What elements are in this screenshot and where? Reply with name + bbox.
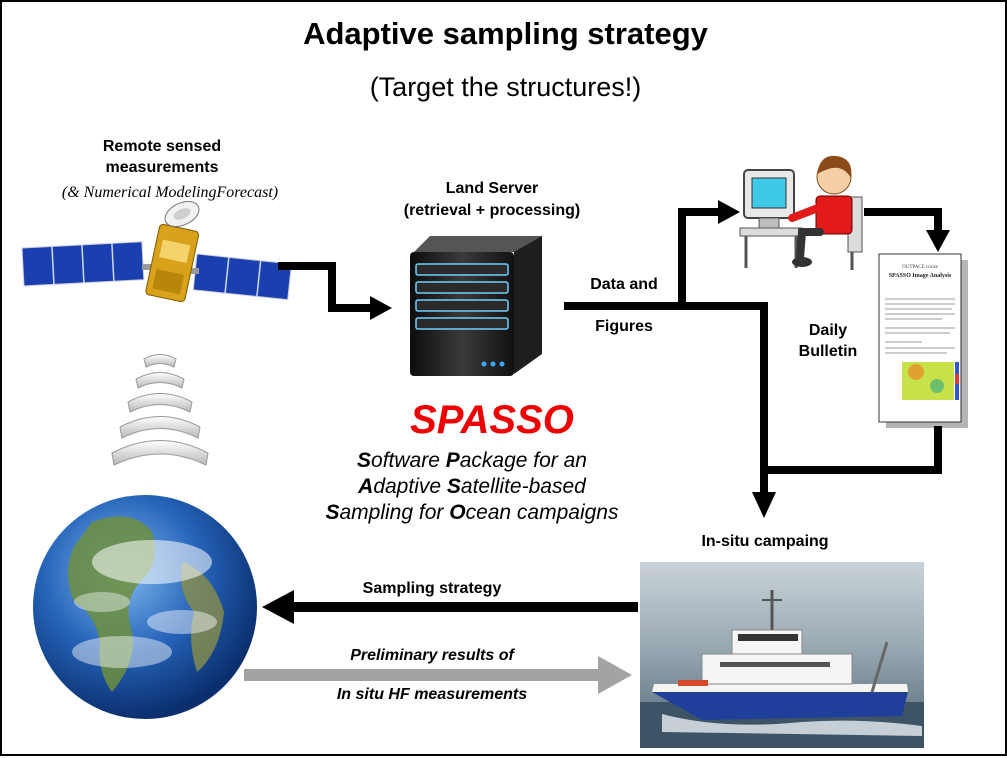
server-icon: [410, 236, 542, 376]
data-figures-label-line2: Figures: [595, 318, 653, 335]
arrow-server-to-insitu: [682, 302, 776, 518]
earth-globe-icon: [33, 495, 257, 719]
spasso-expansion-line3: Sampling for Ocean campaigns: [262, 501, 682, 525]
person-computer-icon: [739, 155, 863, 270]
arrow-sampling-strategy: [262, 590, 638, 624]
acronym-letter: A: [358, 475, 374, 498]
expansion-text: cean campaigns: [465, 501, 619, 524]
bulletin-label-line2: Bulletin: [798, 343, 858, 360]
expansion-text: ackage for an: [459, 449, 587, 472]
preliminary-results-line1: Preliminary results of: [350, 647, 514, 664]
arrow-bulletin-to-insitu: [764, 426, 942, 474]
bulletin-doc-title: SPASSO Image Analysis: [889, 273, 952, 279]
acronym-letter: S: [325, 501, 340, 524]
arrow-satellite-to-server: [278, 262, 392, 320]
expansion-text: oftware: [371, 449, 446, 472]
acronym-letter: S: [357, 449, 372, 472]
expansion-text: ampling for: [339, 501, 450, 524]
bulletin-doc-header: OUTPACE cruise: [902, 265, 939, 270]
diagram-title: Adaptive sampling strategy: [303, 16, 708, 51]
arrow-computer-to-bulletin: [864, 208, 950, 252]
preliminary-results-line2: In situ HF measurements: [336, 686, 528, 703]
acronym-letter: S: [446, 475, 461, 498]
acronym-letter: P: [445, 449, 460, 472]
acronym-letter: O: [449, 501, 466, 524]
insitu-campaign-label: In-situ campaing: [701, 533, 829, 550]
bulletin-document-icon: OUTPACE cruise SPASSO Image Analysis: [878, 253, 968, 428]
signal-waves-icon: [111, 354, 209, 466]
remote-label-line3: (& Numerical ModelingForecast): [61, 184, 279, 201]
data-figures-label-line1: Data and: [590, 276, 658, 293]
remote-label-line2: measurements: [105, 159, 219, 176]
research-ship-icon: [640, 562, 924, 748]
land-server-label-line2: (retrieval + processing): [403, 202, 581, 219]
spasso-expansion-line1: Software Package for an: [262, 449, 682, 473]
bulletin-label-line1: Daily: [808, 322, 848, 339]
remote-label-line1: Remote sensed: [102, 138, 222, 155]
arrow-server-to-computer: [564, 200, 740, 310]
spasso-name: SPASSO: [410, 398, 574, 442]
satellite-icon: [21, 200, 293, 303]
expansion-text: atellite-based: [460, 475, 586, 498]
expansion-text: daptive: [373, 475, 447, 498]
land-server-label-line1: Land Server: [445, 180, 539, 197]
arrow-preliminary-results: [244, 656, 632, 694]
sampling-strategy-label: Sampling strategy: [362, 580, 502, 597]
diagram-subtitle: (Target the structures!): [369, 72, 642, 102]
spasso-expansion-line2: Adaptive Satellite-based: [262, 475, 682, 499]
